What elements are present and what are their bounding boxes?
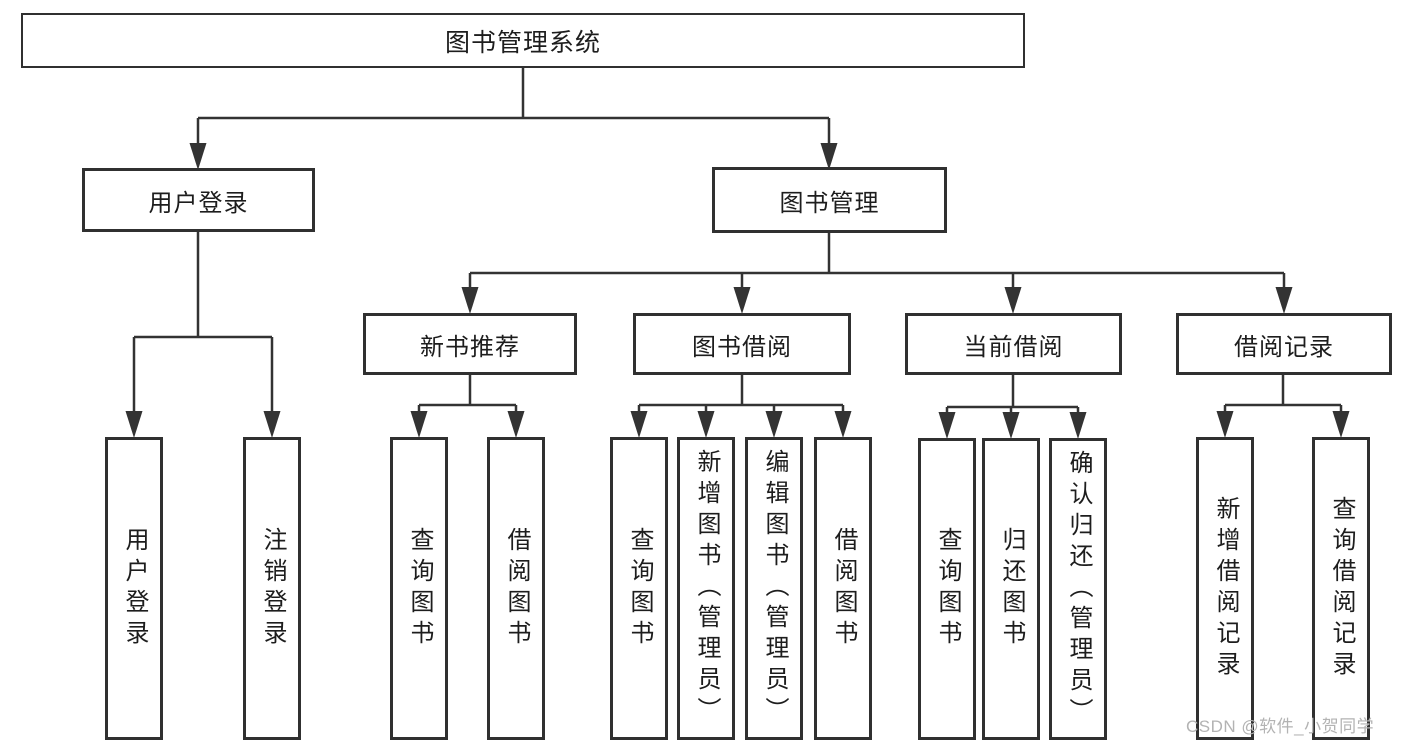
connector-lines <box>132 68 1343 415</box>
leaf-query-borrow-record-label: 查询借阅记录 <box>1328 495 1355 682</box>
node-borrow-record: 借阅记录 <box>1176 313 1392 375</box>
node-user-login: 用户登录 <box>82 168 315 232</box>
leaf-borrow-books-1-label: 借阅图书 <box>503 526 530 651</box>
node-book-management-label: 图书管理 <box>779 189 880 217</box>
leaf-query-books-2-label: 查询图书 <box>626 526 653 651</box>
node-user-login-label: 用户登录 <box>148 189 249 217</box>
leaf-add-books-admin-label: 新增图书（管理员） <box>693 449 720 728</box>
node-root-system: 图书管理系统 <box>21 13 1025 68</box>
leaf-borrow-books-2-label: 借阅图书 <box>830 526 857 651</box>
leaf-user-login: 用户登录 <box>105 437 163 740</box>
arrowhead-icons <box>125 143 1350 439</box>
leaf-borrow-books-1: 借阅图书 <box>487 437 545 740</box>
leaf-query-books-1-label: 查询图书 <box>406 526 433 651</box>
leaf-borrow-books-2: 借阅图书 <box>814 437 872 740</box>
leaf-add-borrow-record: 新增借阅记录 <box>1196 437 1254 740</box>
node-new-book-recommend-label: 新书推荐 <box>420 333 520 361</box>
leaf-edit-books-admin: 编辑图书（管理员） <box>745 437 803 740</box>
node-new-book-recommend: 新书推荐 <box>363 313 577 375</box>
leaf-query-borrow-record: 查询借阅记录 <box>1312 437 1370 740</box>
leaf-query-books-1: 查询图书 <box>390 437 448 740</box>
node-current-borrow-label: 当前借阅 <box>963 333 1064 361</box>
leaf-return-books-label: 归还图书 <box>998 527 1025 651</box>
node-borrow-record-label: 借阅记录 <box>1234 333 1334 361</box>
leaf-confirm-return-admin-label: 确认归还（管理员） <box>1065 449 1092 729</box>
leaf-logout-label: 注销登录 <box>259 526 286 651</box>
leaf-add-borrow-record-label: 新增借阅记录 <box>1212 495 1239 682</box>
leaf-return-books: 归还图书 <box>982 438 1040 740</box>
leaf-confirm-return-admin: 确认归还（管理员） <box>1049 438 1107 740</box>
leaf-add-books-admin: 新增图书（管理员） <box>677 437 735 740</box>
node-book-borrow: 图书借阅 <box>633 313 851 375</box>
node-root-label: 图书管理系统 <box>444 28 601 57</box>
node-current-borrow: 当前借阅 <box>905 313 1122 375</box>
node-book-borrow-label: 图书借阅 <box>692 333 792 361</box>
watermark: CSDN @软件_小贺同学 <box>1186 717 1375 736</box>
leaf-user-login-label: 用户登录 <box>121 526 148 651</box>
leaf-query-books-2: 查询图书 <box>610 437 668 740</box>
leaf-logout: 注销登录 <box>243 437 301 740</box>
node-book-management: 图书管理 <box>712 167 947 233</box>
leaf-query-books-3: 查询图书 <box>918 438 976 740</box>
leaf-edit-books-admin-label: 编辑图书（管理员） <box>761 449 788 728</box>
leaf-query-books-3-label: 查询图书 <box>934 527 961 651</box>
